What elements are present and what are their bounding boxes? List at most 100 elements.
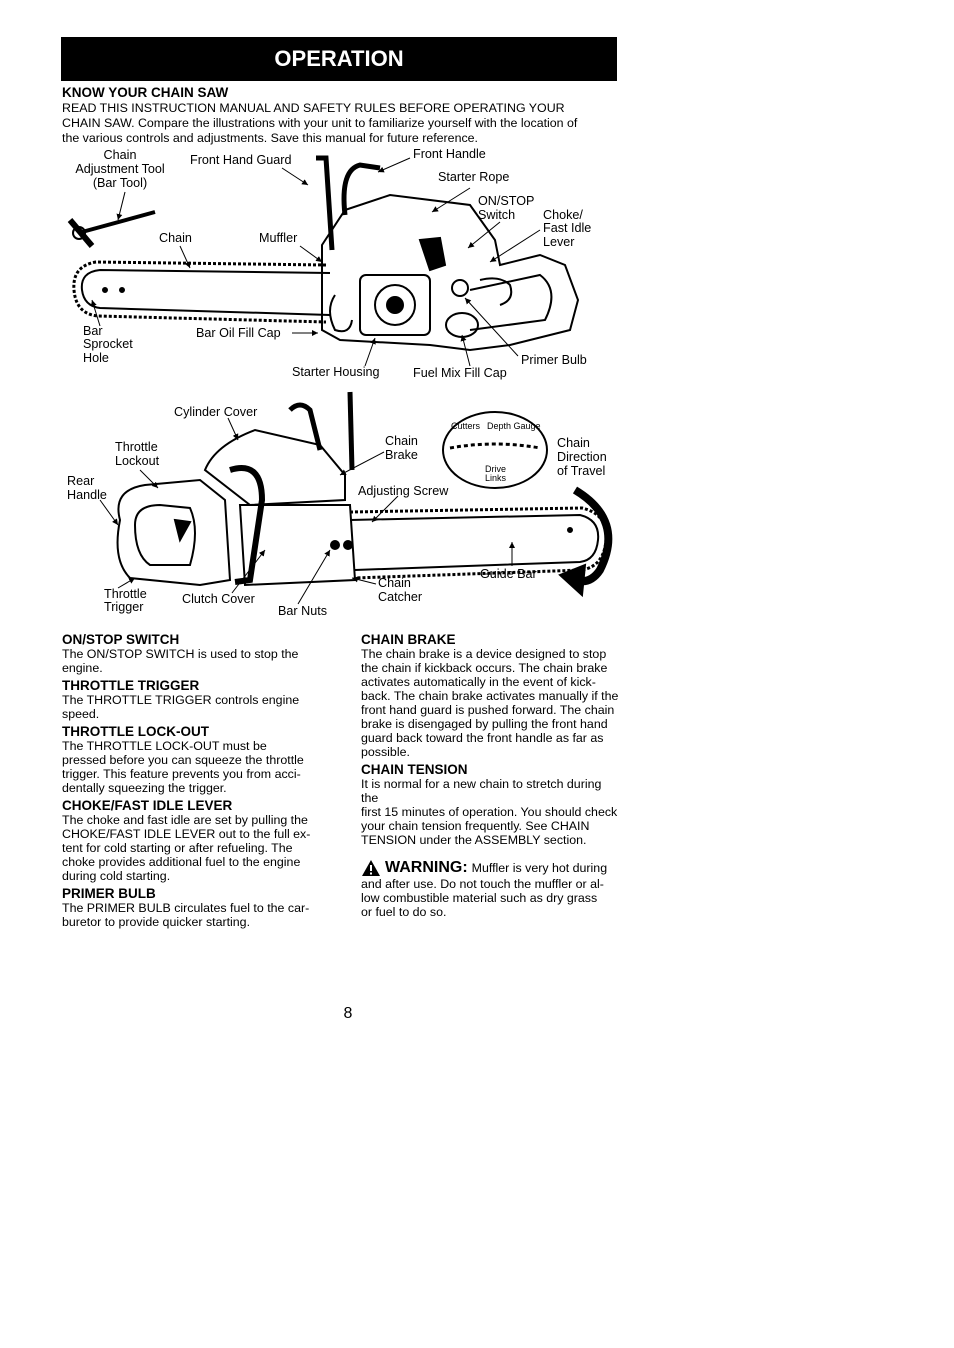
- rear-handle-icon: [116, 478, 232, 587]
- section-primer-bulb: PRIMER BULB The PRIMER BULB circulates f…: [62, 886, 320, 929]
- chain-detail-icon: [442, 411, 548, 489]
- label-direction-3: of Travel: [557, 464, 606, 478]
- intro-line-2: CHAIN SAW. Compare the illustrations wit…: [62, 116, 578, 130]
- section-banner: OPERATION: [61, 37, 617, 81]
- heading-chain-brake: CHAIN BRAKE: [361, 632, 456, 647]
- label-direction-1: Chain: [557, 436, 590, 450]
- para-line: during cold starting.: [62, 869, 171, 883]
- heading-throttle-trigger: THROTTLE TRIGGER: [62, 678, 200, 693]
- label-choke-1: Choke/: [543, 208, 583, 222]
- para-line: TENSION under the ASSEMBLY section.: [361, 833, 587, 847]
- para-line: brake is disengaged by pulling the front…: [361, 717, 608, 731]
- label-choke-2: Fast Idle: [543, 221, 592, 235]
- intro-heading: KNOW YOUR CHAIN SAW: [62, 85, 229, 100]
- label-starter-rope: Starter Rope: [438, 170, 510, 184]
- para-line: guard back toward the front handle as fa…: [361, 731, 604, 745]
- para-line: activates automatically in the event of …: [361, 675, 596, 689]
- label-front-hand-guard: Front Hand Guard: [190, 153, 292, 167]
- heading-throttle-lockout: THROTTLE LOCK-OUT: [62, 724, 209, 739]
- label-adjusting-screw: Adjusting Screw: [358, 484, 449, 498]
- section-on-stop: ON/STOP SWITCH The ON/STOP SWITCH is use…: [62, 632, 320, 675]
- para-line: front hand guard is pushed forward. The …: [361, 703, 615, 717]
- label-bar-sprocket-2: Sprocket: [83, 337, 133, 351]
- label-muffler: Muffler: [259, 231, 298, 245]
- para-line: choke provides additional fuel to the en…: [62, 855, 301, 869]
- label-fuel-mix-fill-cap: Fuel Mix Fill Cap: [413, 366, 507, 380]
- section-chain-tension: CHAIN TENSION It is normal for a new cha…: [361, 762, 621, 847]
- intro-line-3: the various controls and adjustments. Sa…: [62, 131, 478, 145]
- heading-primer-bulb: PRIMER BULB: [62, 886, 156, 901]
- label-direction-2: Direction: [557, 450, 607, 464]
- heading-on-stop: ON/STOP SWITCH: [62, 632, 180, 647]
- warning-line-3: low combustible material such as dry gra…: [361, 891, 598, 905]
- direction-arrow-icon: [558, 486, 613, 598]
- label-front-handle: Front Handle: [413, 147, 486, 161]
- label-guide-bar: Guide Bar: [480, 567, 537, 581]
- warning-line-4: or fuel to do so.: [361, 905, 447, 919]
- warning-block: WARNING: Muffler is very hot during and …: [361, 859, 621, 919]
- para-line: the chain if kickback occurs. The chain …: [361, 661, 608, 675]
- clutch-cover-icon: [229, 465, 357, 587]
- heading-chain-tension: CHAIN TENSION: [361, 762, 468, 777]
- para-line: buretor to provide quicker starting.: [62, 915, 251, 929]
- section-chain-brake: CHAIN BRAKE The chain brake is a device …: [361, 632, 621, 759]
- label-throttle-lockout-2: Lockout: [115, 454, 160, 468]
- section-throttle-lockout: THROTTLE LOCK-OUT The THROTTLE LOCK-OUT …: [62, 724, 320, 795]
- label-bar-sprocket-1: Bar: [83, 324, 103, 338]
- para-line: CHOKE/FAST IDLE LEVER out to the full ex…: [62, 827, 311, 841]
- label-chain-tool-3: (Bar Tool): [92, 176, 148, 190]
- cylinder-cover-icon: [203, 391, 355, 507]
- section-throttle-trigger: THROTTLE TRIGGER The THROTTLE TRIGGER co…: [62, 678, 320, 721]
- heading-choke: CHOKE/FAST IDLE LEVER: [62, 798, 233, 813]
- para-line: your chain tension frequently. See CHAIN: [361, 819, 590, 833]
- label-chain: Chain: [159, 231, 192, 245]
- label-chain-brake-2: Brake: [385, 448, 418, 462]
- warning-label: WARNING:: [385, 859, 468, 876]
- para-line: The chain brake is a device designed to …: [361, 647, 607, 661]
- para-line: The choke and fast idle are set by pulli…: [62, 813, 308, 827]
- para-line: pressed before you can squeeze the throt…: [62, 753, 304, 767]
- label-throttle-trigger-1: Throttle: [104, 587, 147, 601]
- para-line: engine.: [62, 661, 103, 675]
- label-throttle-trigger-2: Trigger: [104, 600, 144, 614]
- para-line: tent for cold starting or after refuelin…: [62, 841, 293, 855]
- para-line: The PRIMER BULB circulates fuel to the c…: [62, 901, 310, 915]
- label-rear-handle-1: Rear: [67, 474, 95, 488]
- label-chain-brake-1: Chain: [385, 434, 418, 448]
- label-drive-links-1: Drive: [485, 464, 507, 474]
- label-cylinder-cover: Cylinder Cover: [174, 405, 258, 419]
- para-line: It is normal for a new chain to stretch …: [361, 777, 602, 805]
- label-drive-links-2: Links: [485, 473, 507, 483]
- label-throttle-lockout-1: Throttle: [115, 440, 158, 454]
- label-chain-catcher-2: Catcher: [378, 590, 423, 604]
- section-choke: CHOKE/FAST IDLE LEVER The choke and fast…: [62, 798, 320, 883]
- right-column: CHAIN BRAKE The chain brake is a device …: [361, 632, 621, 919]
- warning-line-2: and after use. Do not touch the muffler …: [361, 877, 604, 891]
- page-number: 8: [343, 1005, 353, 1022]
- label-bar-nuts: Bar Nuts: [278, 604, 327, 618]
- label-rear-handle-2: Handle: [67, 488, 107, 502]
- engine-housing-icon: [316, 155, 580, 352]
- label-on-stop-2: Switch: [478, 208, 516, 222]
- label-chain-tool-1: Chain: [103, 148, 137, 162]
- para-line: The THROTTLE LOCK-OUT must be: [62, 739, 267, 753]
- warning-triangle-icon: [362, 860, 380, 876]
- guide-bar-right-icon: [349, 506, 608, 580]
- para-line: dentally squeezing the trigger.: [62, 781, 227, 795]
- label-clutch-cover: Clutch Cover: [182, 592, 255, 606]
- para-line: The ON/STOP SWITCH is used to stop the: [62, 647, 299, 661]
- label-cutters: Cutters: [451, 421, 481, 431]
- para-line: first 15 minutes of operation. You shoul…: [361, 805, 618, 819]
- label-bar-sprocket-3: Hole: [83, 351, 109, 365]
- label-choke-3: Lever: [543, 235, 575, 249]
- label-on-stop-1: ON/STOP: [478, 194, 535, 208]
- bar-tool-icon: [67, 210, 156, 248]
- para-line: possible.: [361, 745, 410, 759]
- para-line: The THROTTLE TRIGGER controls engine: [62, 693, 300, 707]
- para-line: speed.: [62, 707, 100, 721]
- warning-line-1: Muffler is very hot during: [471, 861, 608, 875]
- para-line: back. The chain brake activates manually…: [361, 689, 619, 703]
- left-column: ON/STOP SWITCH The ON/STOP SWITCH is use…: [62, 632, 320, 929]
